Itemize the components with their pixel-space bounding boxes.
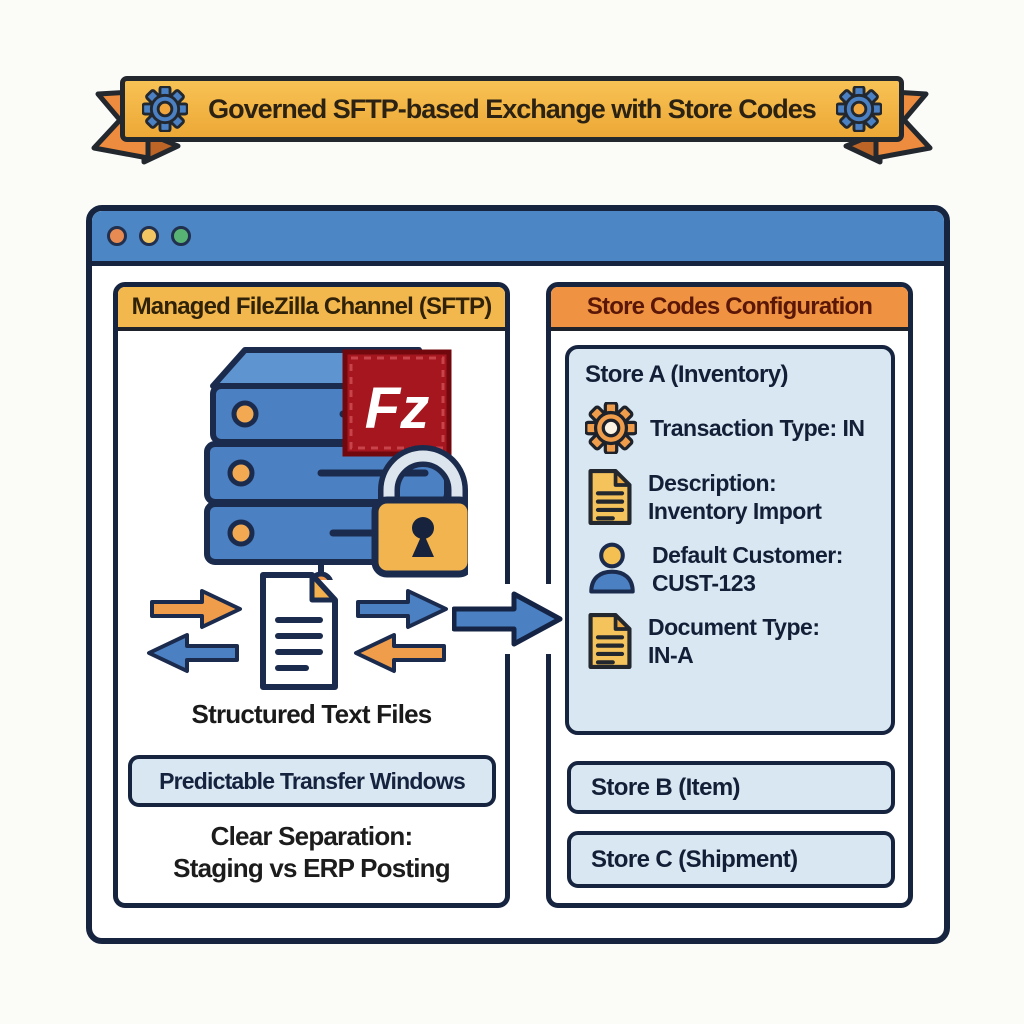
text-file-icon [260,572,338,690]
gear-icon [585,402,637,454]
store-a-title: Store A (Inventory) [585,361,788,388]
store-a-row-text: Default Customer: CUST-123 [652,541,843,597]
structured-files-caption: Structured Text Files [191,699,433,729]
window-maximize-button[interactable] [171,226,191,246]
transaction-type-value: Transaction Type: IN [650,414,865,441]
window-minimize-button[interactable] [139,226,159,246]
person-icon [589,542,635,594]
document-type-value: IN-A [648,642,694,668]
separation-line-1: Clear Separation: [210,821,413,851]
right-panel-store-codes: Store Codes Configuration Store A (Inven… [546,282,913,908]
filezilla-logo-text: Fz [365,376,429,441]
window-titlebar [92,211,944,266]
store-a-row-text: Description: Inventory Import [648,469,822,525]
store-a-row-description: Description: Inventory Import [585,467,875,527]
store-a-row-transaction: Transaction Type: IN [585,402,875,454]
separation-note: Clear Separation: Staging vs ERP Posting [118,821,505,884]
description-label: Description: [648,469,777,496]
document-icon [588,612,632,670]
window-close-button[interactable] [107,226,127,246]
document-type-label: Document Type: [648,613,820,640]
store-c-item[interactable]: Store C (Shipment) [567,831,895,888]
flow-arrow-icon [452,591,563,647]
transfer-arrow-left-orange-icon [354,633,446,673]
description-value: Inventory Import [648,498,822,524]
left-panel-title: Managed FileZilla Channel (SFTP) [131,293,493,320]
transfer-windows-box: Predictable Transfer Windows [128,755,496,807]
default-customer-label: Default Customer: [652,541,843,568]
separation-line-2: Staging vs ERP Posting [173,852,450,883]
store-a-row-text: Transaction Type: IN [650,414,865,442]
gear-icon [835,86,882,132]
store-b-label: Store B (Item) [591,773,741,801]
right-panel-header: Store Codes Configuration [551,287,908,331]
store-a-row-text: Document Type: IN-A [648,613,820,669]
filezilla-stamp-icon: Fz [342,349,452,457]
left-panel-header: Managed FileZilla Channel (SFTP) [118,287,505,331]
banner-title: Governed SFTP-based Exchange with Store … [208,93,817,124]
transfer-arrow-right-blue-icon [356,589,448,629]
transfer-windows-label: Predictable Transfer Windows [159,767,466,794]
right-panel-title: Store Codes Configuration [586,293,873,320]
left-panel-sftp-channel: Managed FileZilla Channel (SFTP) [113,282,510,908]
sftp-server-illustration: Fz [204,347,468,580]
store-a-row-customer: Default Customer: CUST-123 [585,540,875,598]
app-window: Managed FileZilla Channel (SFTP) [86,205,950,944]
store-a-row-doctype: Document Type: IN-A [585,611,875,671]
transfer-arrow-left-blue-icon [147,633,239,673]
store-c-label: Store C (Shipment) [591,845,798,873]
gear-icon [142,86,189,132]
default-customer-value: CUST-123 [652,570,756,596]
store-a-card: Store A (Inventory) [565,345,895,735]
padlock-icon [371,445,468,578]
transfer-arrow-right-orange-icon [150,589,242,629]
document-icon [588,468,632,526]
banner-bar: Governed SFTP-based Exchange with Store … [120,76,904,142]
store-b-item[interactable]: Store B (Item) [567,761,895,814]
